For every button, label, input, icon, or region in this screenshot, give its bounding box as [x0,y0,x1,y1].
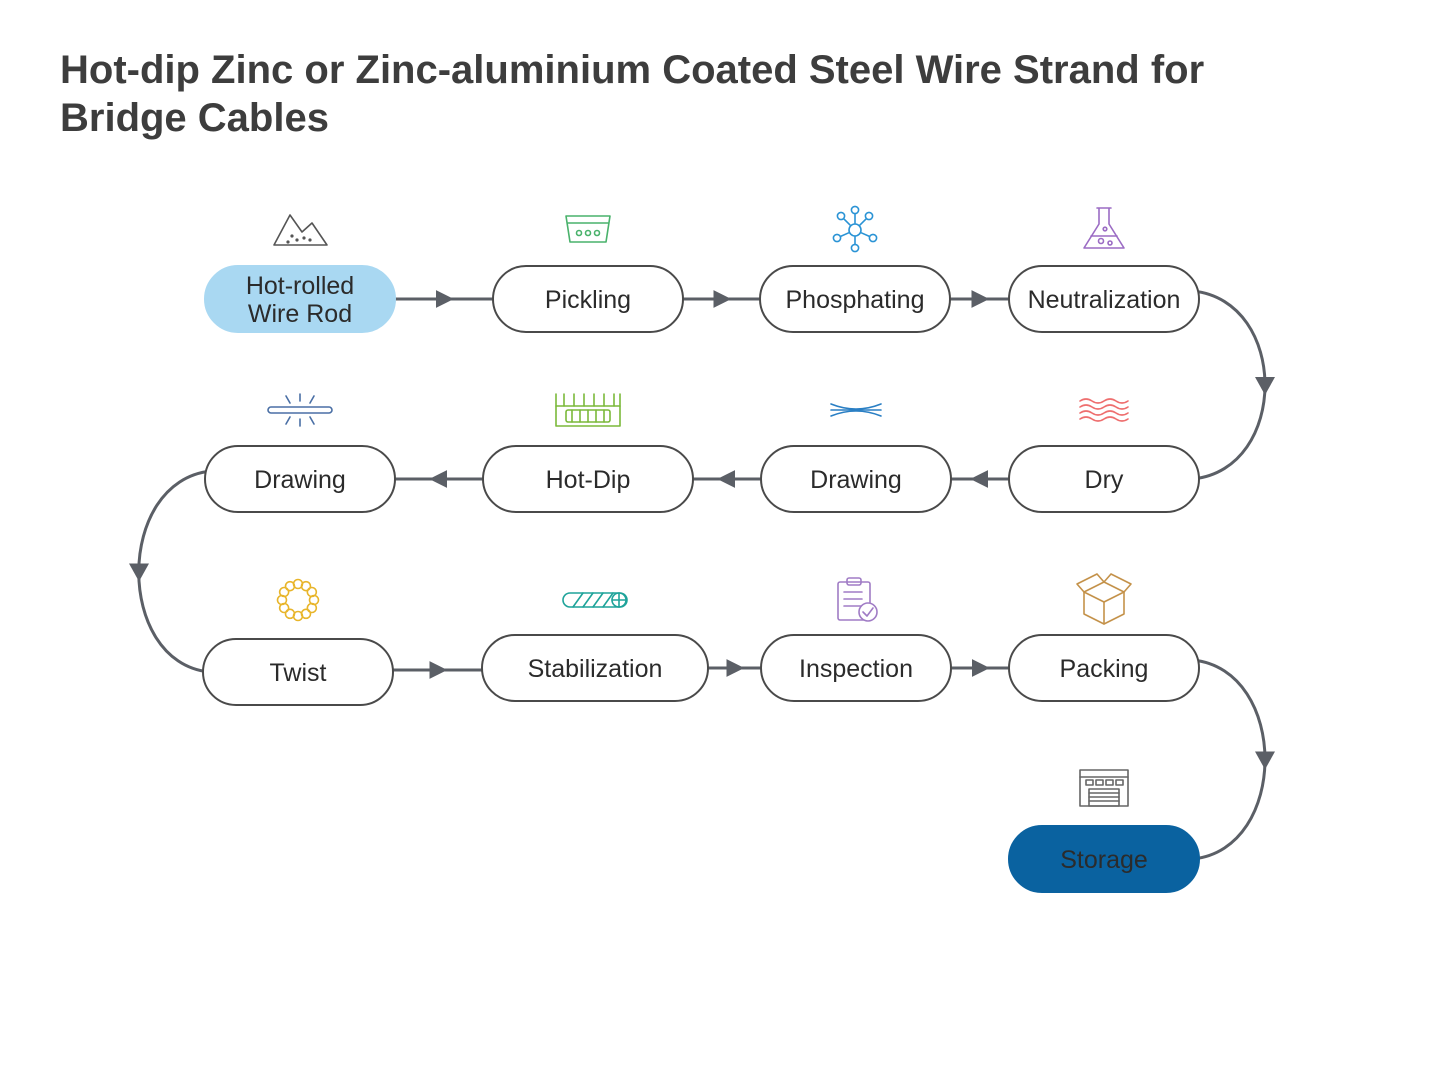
step-label: Storage [1060,846,1148,874]
process-step-storage: Storage [1008,825,1200,893]
connector-curve [1192,289,1267,481]
connectors [129,289,1275,861]
process-step-dry: Dry [1008,445,1200,513]
step-box [760,634,952,702]
process-step-pickling: Pickling [492,265,684,333]
process-step-inspection: Inspection [760,634,952,702]
clipboard-check-icon [837,577,878,622]
icons [267,205,1132,807]
step-label: Phosphating [785,286,924,314]
flask-icon [1083,207,1125,249]
process-step-packing: Packing [1008,634,1200,702]
step-label: Stabilization [528,655,663,683]
drawing-lines-icon [830,403,882,417]
step-box [204,445,396,513]
step-box [202,638,394,706]
process-step-hot-dip: Hot-Dip [482,445,694,513]
box-icon [1076,573,1132,625]
step-box [760,445,952,513]
step-label: Drawing [254,466,346,494]
step-label: Wire Rod [248,300,352,328]
strand-ring-icon [276,578,320,622]
process-step-phosphating: Phosphating [759,265,951,333]
step-box [492,265,684,333]
step-label: Packing [1060,655,1149,683]
step-label: Hot-rolled [246,272,354,300]
step-label: Inspection [799,655,913,683]
step-label: Twist [270,659,327,687]
arrow-marker [1255,751,1275,770]
step-box [482,445,694,513]
strand-cable-icon [562,592,628,608]
wire-rod-icon [267,393,333,427]
molecule-icon [832,205,878,253]
connector-curve [1192,658,1267,861]
step-box [481,634,709,702]
step-label: Dry [1085,466,1124,494]
zinc-bath-icon [555,393,621,427]
acid-bath-icon [565,215,611,243]
process-step-stabilization: Stabilization [481,634,709,702]
step-label: Neutralization [1028,286,1181,314]
connector-curve [137,469,212,674]
step-box [1008,445,1200,513]
process-step-twist: Twist [202,638,394,706]
warehouse-icon [1079,769,1129,807]
process-step-drawing-2: Drawing [204,445,396,513]
heat-waves-icon [1079,398,1129,422]
step-label: Hot-Dip [546,466,631,494]
step-box [759,265,951,333]
mountain-icon [273,214,328,246]
process-step-neutralization: Neutralization [1008,265,1200,333]
step-label: Pickling [545,286,631,314]
step-box [1008,634,1200,702]
process-step-drawing-1: Drawing [760,445,952,513]
arrow-marker [129,563,149,582]
arrow-marker [1255,377,1275,395]
step-box [1008,825,1200,893]
page-title: Hot-dip Zinc or Zinc-aluminium Coated St… [60,48,1205,140]
step-label: Drawing [810,466,902,494]
step-box [204,265,396,333]
step-box [1008,265,1200,333]
